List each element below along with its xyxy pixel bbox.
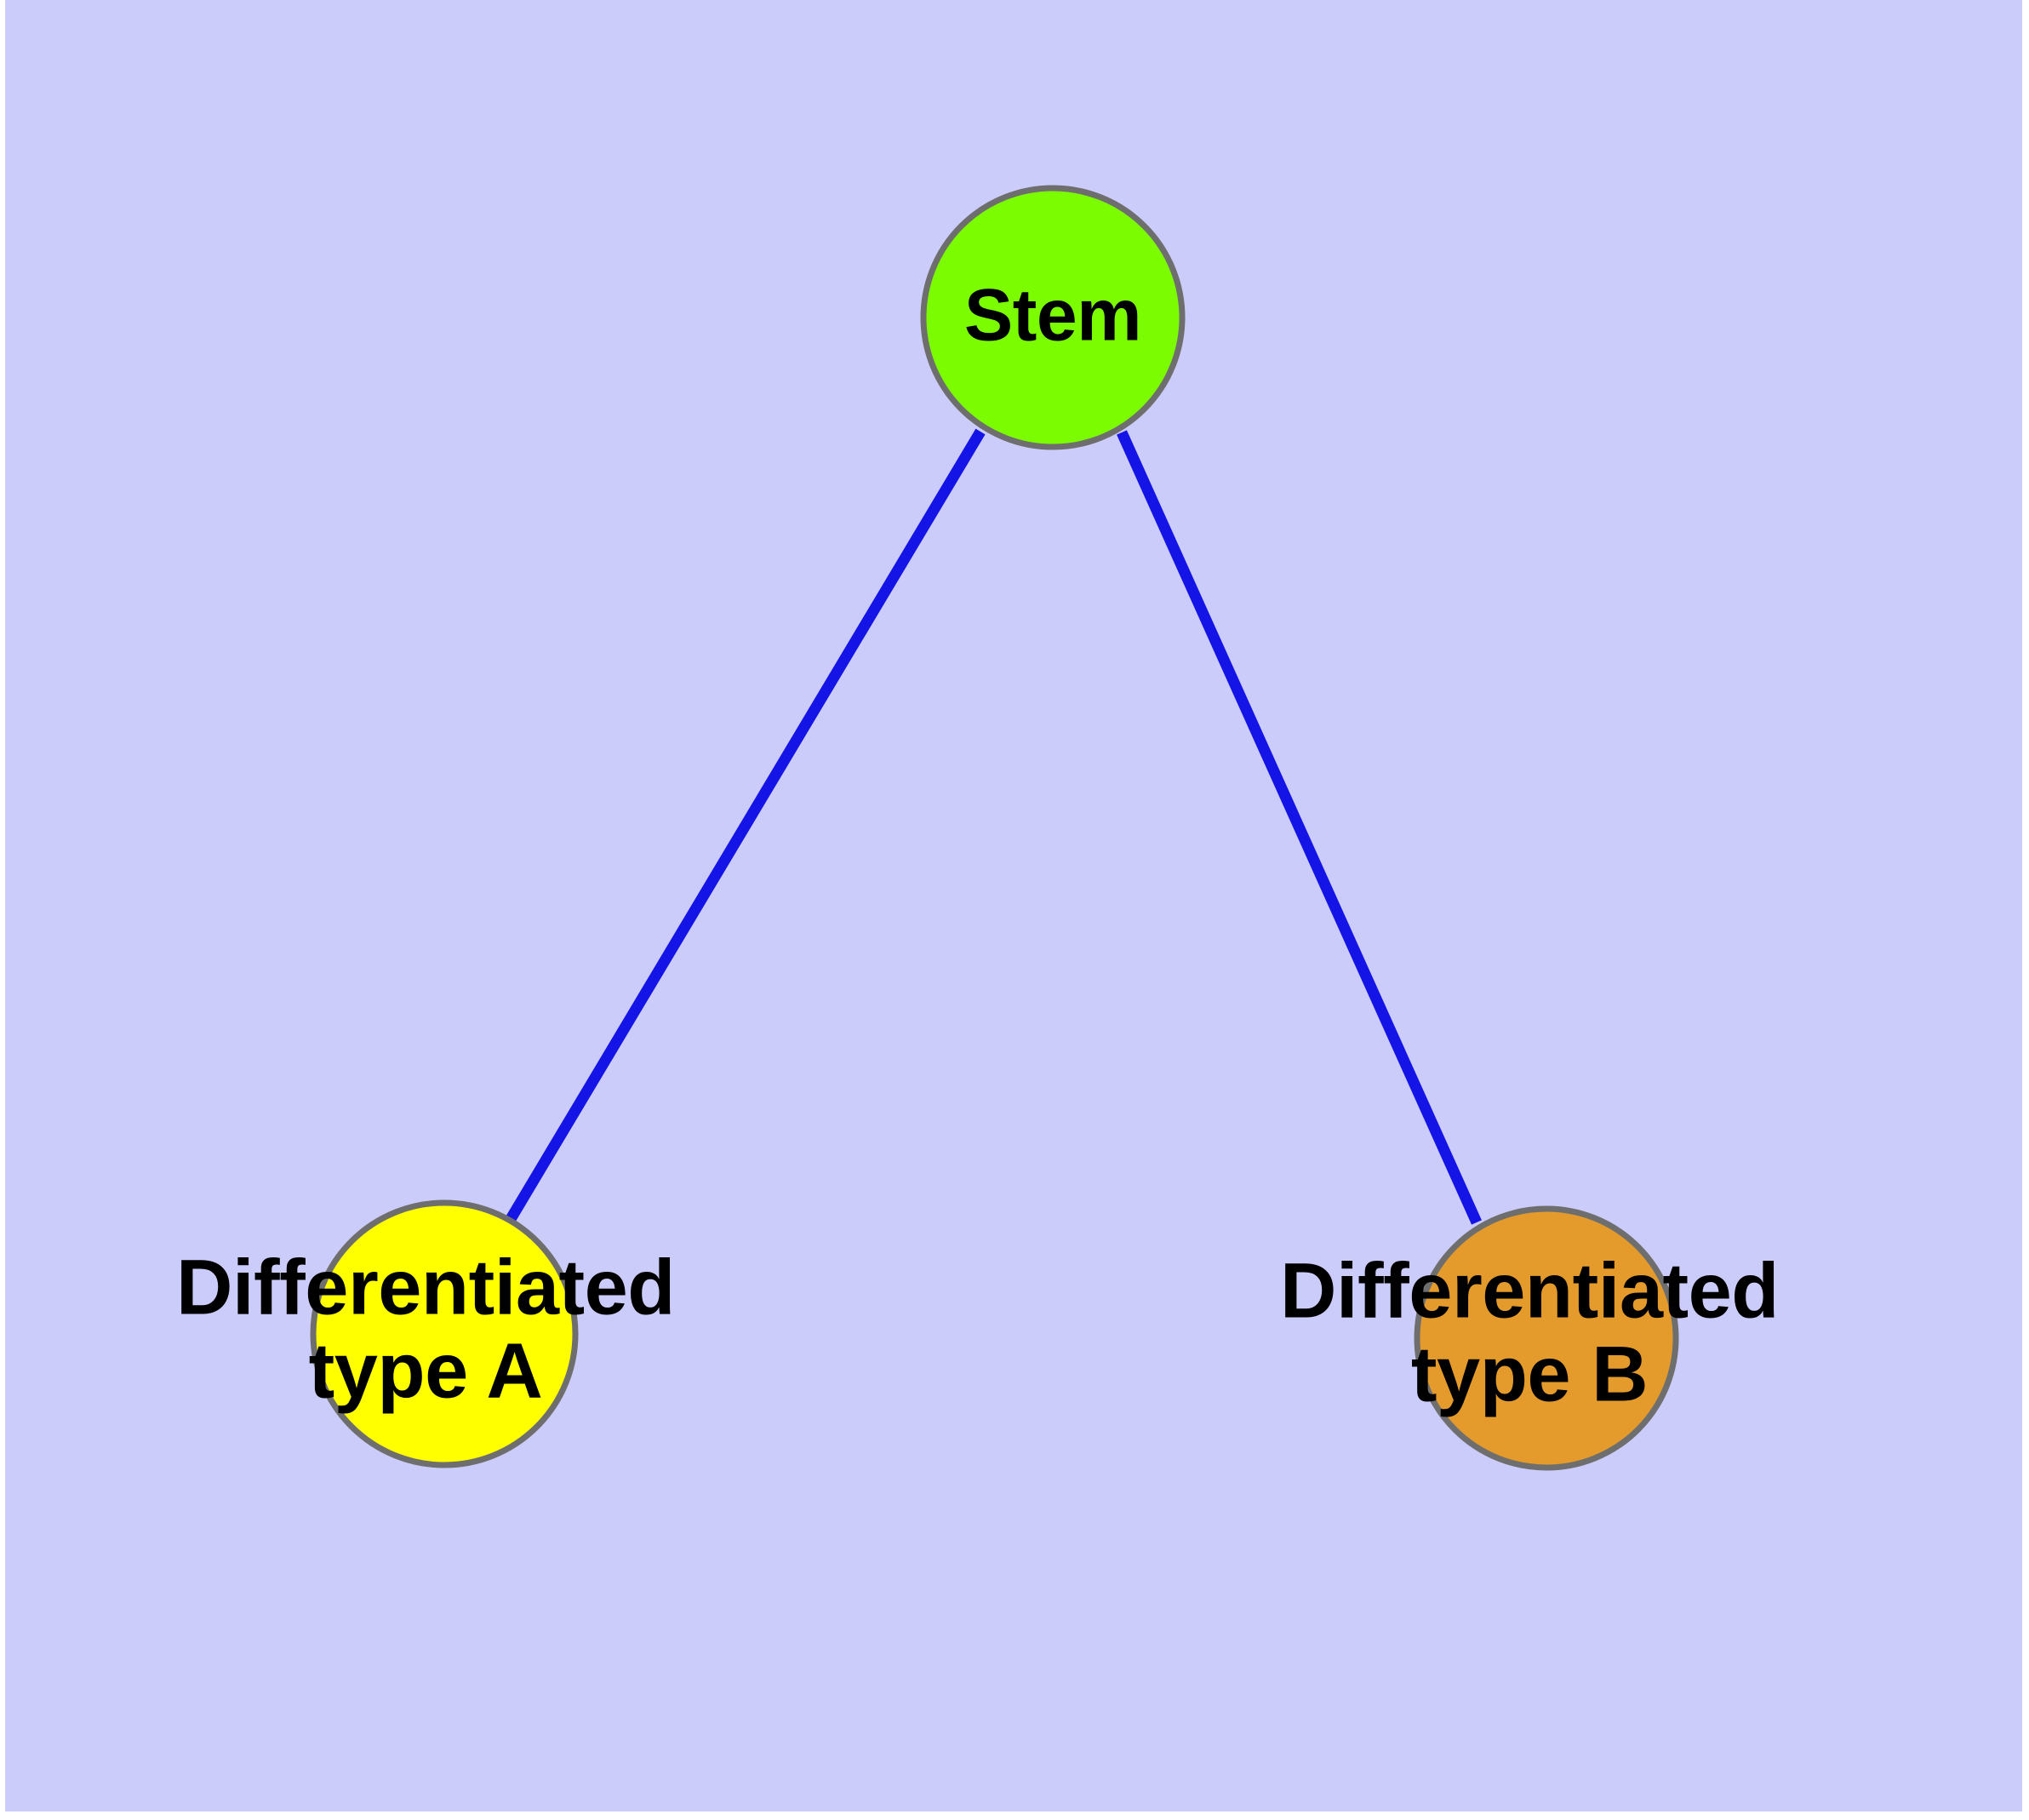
node-layer [310, 185, 1679, 1471]
node-circle-differentiated-type-a[interactable] [310, 1199, 579, 1468]
node-circle-stem[interactable] [920, 185, 1186, 450]
node-circle-differentiated-type-b[interactable] [1414, 1205, 1679, 1471]
edge-stem-to-differentiated-type-a[interactable] [506, 428, 986, 1222]
edge-layer [506, 428, 1482, 1225]
edge-stem-to-differentiated-type-b[interactable] [1117, 430, 1482, 1225]
